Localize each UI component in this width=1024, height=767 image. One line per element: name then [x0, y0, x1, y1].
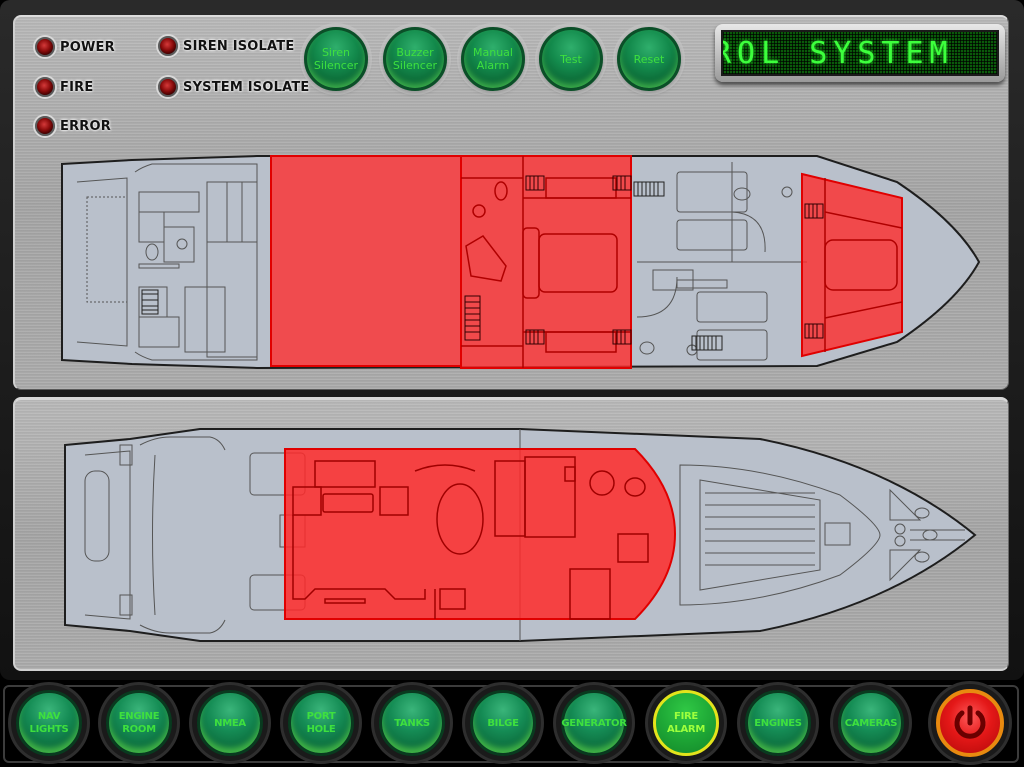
buzzer-silencer-button[interactable]: Buzzer Silencer: [383, 27, 447, 91]
alarm-zone-salon: [284, 448, 677, 620]
status-error: ERROR: [35, 116, 111, 136]
engines-button[interactable]: ENGINES: [745, 690, 811, 756]
nav-lights-button[interactable]: NAV LIGHTS: [16, 690, 82, 756]
generator-button[interactable]: GENERATOR: [561, 690, 627, 756]
lower-deck-plan: [57, 152, 987, 372]
power-button[interactable]: [936, 689, 1004, 757]
status-system-isolate: SYSTEM ISOLATE: [158, 77, 309, 97]
status-power: POWER: [35, 37, 115, 57]
bottom-navigation-bar: NAV LIGHTS ENGINE ROOM NMEA PORT HOLE TA…: [0, 680, 1024, 767]
nmea-button[interactable]: NMEA: [197, 690, 263, 756]
alarm-zone-master-cabin: [460, 155, 632, 369]
status-label: ERROR: [60, 118, 111, 134]
tanks-button[interactable]: TANKS: [379, 690, 445, 756]
power-led-icon: [35, 37, 55, 57]
manual-alarm-button[interactable]: Manual Alarm: [461, 27, 525, 91]
main-deck-plan: [60, 425, 985, 645]
status-label: FIRE: [60, 79, 94, 95]
status-label: SYSTEM ISOLATE: [183, 79, 310, 95]
fire-led-icon: [35, 77, 55, 97]
status-label: POWER: [60, 39, 115, 55]
bottom-bar-frame: [3, 685, 1019, 763]
fire-alarm-button[interactable]: FIRE ALARM: [653, 690, 719, 756]
led-display: ROL SYSTEM: [715, 24, 1005, 82]
engine-room-button[interactable]: ENGINE ROOM: [106, 690, 172, 756]
main-deck-panel: [13, 397, 1009, 671]
test-button[interactable]: Test: [539, 27, 603, 91]
alarm-zone-aft-guest: [270, 155, 462, 367]
siren-isolate-led-icon: [158, 36, 178, 56]
power-icon: [954, 705, 986, 739]
lower-deck-panel: POWER FIRE ERROR SIREN ISOLATE SYSTEM IS…: [13, 15, 1009, 390]
led-scrolling-text: ROL SYSTEM: [721, 35, 954, 71]
control-panel-frame: POWER FIRE ERROR SIREN ISOLATE SYSTEM IS…: [0, 0, 1024, 680]
status-fire: FIRE: [35, 77, 93, 97]
port-hole-button[interactable]: PORT HOLE: [288, 690, 354, 756]
siren-silencer-button[interactable]: Siren Silencer: [304, 27, 368, 91]
cameras-button[interactable]: CAMERAS: [838, 690, 904, 756]
error-led-icon: [35, 116, 55, 136]
reset-button[interactable]: Reset: [617, 27, 681, 91]
status-siren-isolate: SIREN ISOLATE: [158, 36, 294, 56]
alarm-zone-forward-vip: [801, 172, 903, 358]
status-label: SIREN ISOLATE: [183, 38, 295, 54]
system-isolate-led-icon: [158, 77, 178, 97]
led-screen: ROL SYSTEM: [721, 30, 999, 76]
bilge-button[interactable]: BILGE: [470, 690, 536, 756]
